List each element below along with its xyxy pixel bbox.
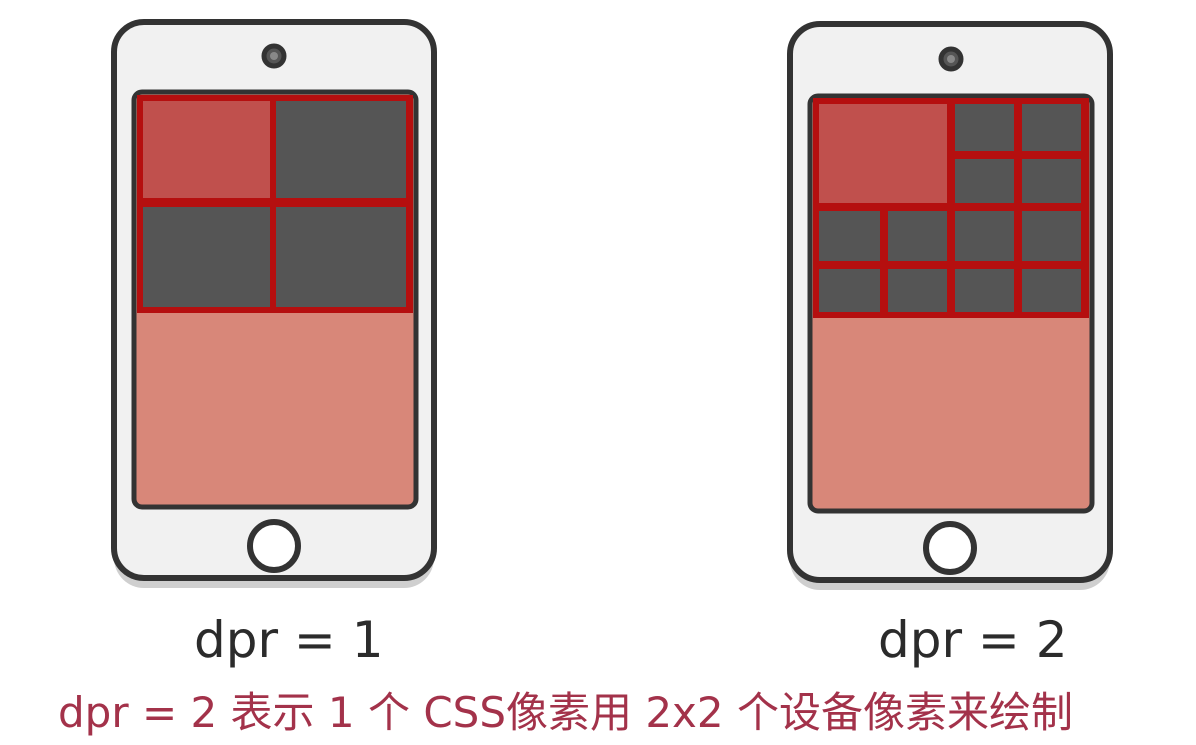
pixel-dark: [955, 211, 1014, 261]
pixel-dark: [955, 104, 1014, 151]
caption: dpr = 2 表示 1 个 CSS像素用 2x2 个设备像素来绘制: [58, 688, 1073, 737]
pixel-dark: [888, 211, 947, 261]
phone-label-dpr-2: dpr = 2: [878, 611, 1068, 669]
pixel-highlighted: [819, 104, 947, 203]
pixel-dark: [955, 159, 1014, 203]
home-button-icon: [247, 519, 301, 573]
phone-label-dpr-1: dpr = 1: [194, 611, 384, 669]
pixel-dark: [143, 207, 270, 307]
pixel-dark: [276, 207, 406, 307]
pixel-dark: [276, 101, 406, 198]
pixel-dark: [888, 269, 947, 312]
pixel-dark: [819, 269, 880, 312]
pixel-highlighted: [143, 101, 270, 198]
pixel-dark: [1022, 211, 1081, 261]
pixel-dark: [1022, 269, 1081, 312]
pixel-dark: [1022, 159, 1081, 203]
pixel-dark: [955, 269, 1014, 312]
home-button-icon: [923, 521, 977, 575]
pixel-dark: [819, 211, 880, 261]
pixel-dark: [1022, 104, 1081, 151]
